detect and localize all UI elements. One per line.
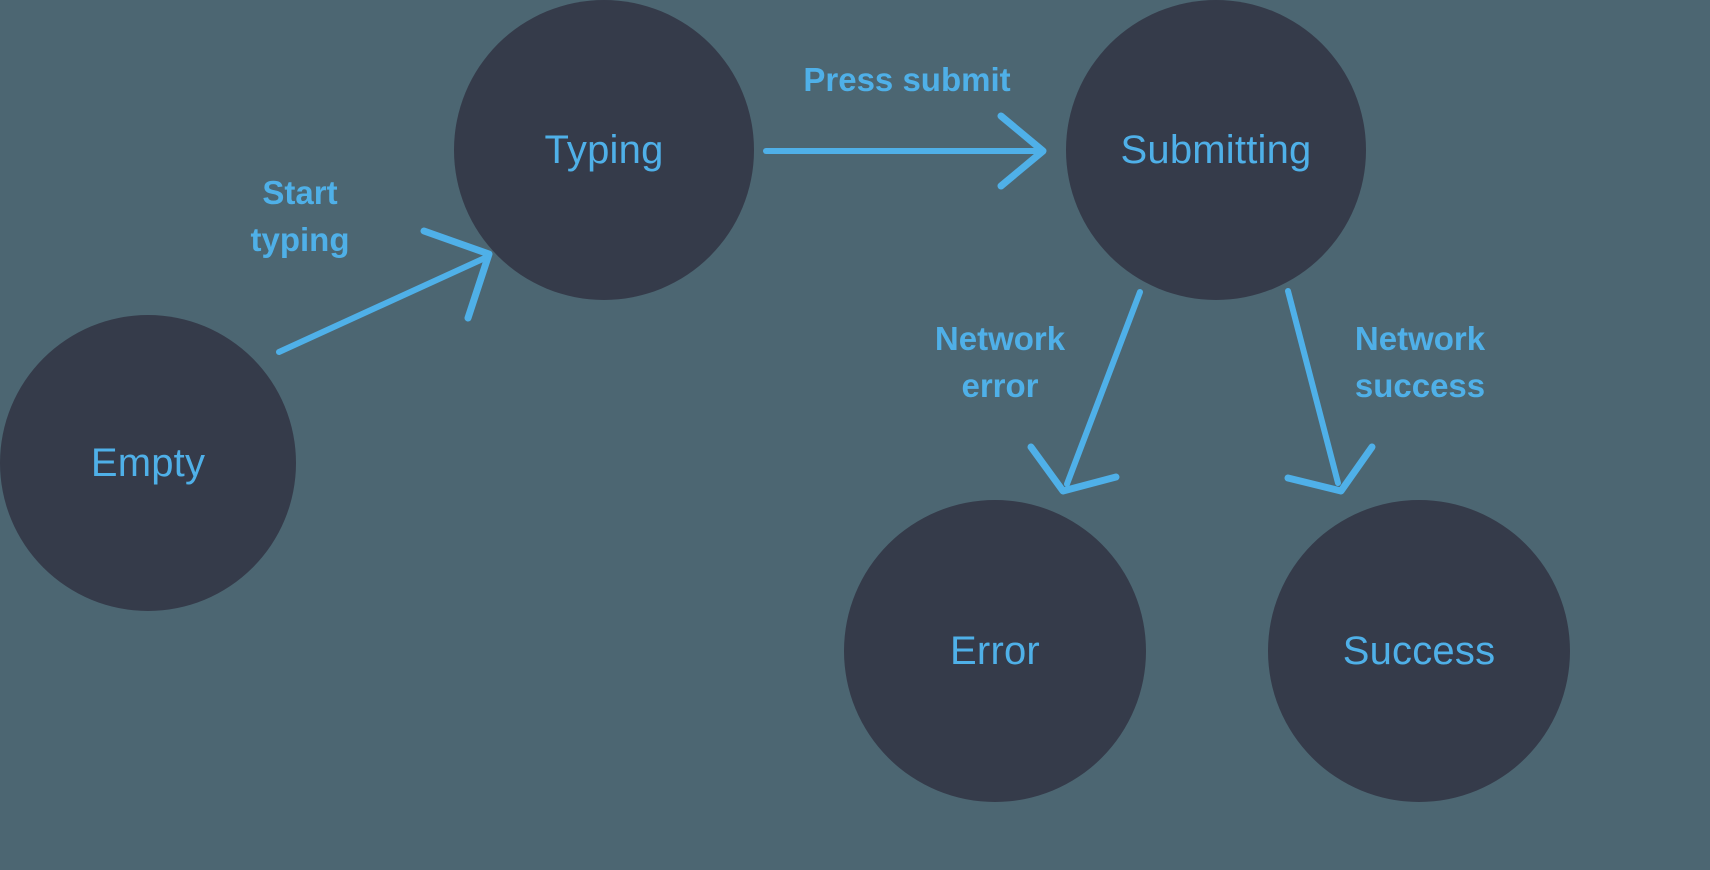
state-node-typing-label: Typing: [544, 128, 664, 172]
edge-press-submit: [763, 112, 1047, 190]
edge-start-typing: [276, 227, 493, 355]
edge-network-success-line: [1285, 288, 1341, 486]
edge-network-error-line: [1064, 289, 1143, 487]
state-node-empty-label: Empty: [90, 441, 206, 485]
edge-network-success: [1284, 288, 1376, 495]
state-node-typing[interactable]: Typing: [454, 0, 754, 300]
edge-network-success-arrowhead: [1284, 443, 1376, 495]
edge-start-typing-line: [276, 254, 490, 355]
edge-label-start-typing: Start typing: [250, 174, 350, 258]
state-node-success-label: Success: [1342, 629, 1496, 673]
edge-label-network-error: Network error: [934, 320, 1066, 404]
edge-network-error-arrowhead: [1027, 443, 1120, 495]
state-node-error-label: Error: [950, 629, 1040, 673]
edge-label-press-submit: Press submit: [803, 61, 1011, 98]
state-node-submitting[interactable]: Submitting: [1066, 0, 1366, 300]
state-node-empty[interactable]: Empty: [0, 315, 296, 611]
edge-network-error: [1027, 289, 1143, 495]
state-node-submitting-label: Submitting: [1120, 128, 1312, 172]
state-node-success[interactable]: Success: [1268, 500, 1570, 802]
edge-start-typing-arrowhead: [420, 227, 493, 322]
state-node-error[interactable]: Error: [844, 500, 1146, 802]
edge-label-network-success: Network success: [1354, 320, 1486, 404]
edge-press-submit-arrowhead: [997, 112, 1047, 190]
